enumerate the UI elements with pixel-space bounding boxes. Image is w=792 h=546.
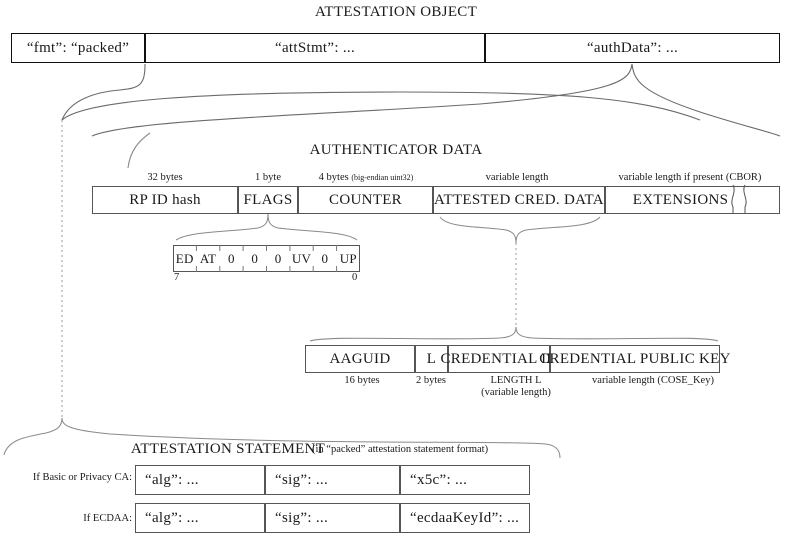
cell-label: “x5c”: ... [410,471,468,488]
flags-bit-4: 0 [251,250,259,266]
cell-label: “sig”: ... [275,509,328,526]
flags-bit-1: 0 [321,250,329,266]
attestation-statement-subtitle: (in “packed” attestation statement forma… [312,444,489,455]
size-label-rp-id-hash: 32 bytes [147,172,183,183]
authenticator-data-field-flags: FLAGS [238,186,298,214]
size-label-extensions: variable length if present (CBOR) [618,172,762,183]
authenticator-data-title: AUTHENTICATOR DATA [309,142,483,158]
attestation-statement-cell-ecdaakeyid-ecdaa: “ecdaaKeyId”: ... [400,503,530,533]
field-label: AAGUID [329,350,391,367]
field-label: “attStmt”: ... [274,39,356,56]
note-credential-id: LENGTH L (variable length) [481,375,551,399]
attestation-statement-cell-sig-basic: “sig”: ... [265,465,400,495]
attestation-statement-cell-alg-basic: “alg”: ... [135,465,265,495]
flags-bit-at: AT [199,250,217,266]
note-credential-id-line1: LENGTH L [490,375,542,386]
field-label: CREDENTIAL PUBLIC KEY [539,350,731,367]
attested-cred-field-credential-id: CREDENTIAL ID [440,345,557,373]
note-l: 2 bytes [415,375,447,386]
flags-bit-cells: ED AT 0 0 0 UV 0 UP [173,245,360,272]
page-title: ATTESTATION OBJECT [314,4,478,20]
field-label: COUNTER [329,191,402,208]
cell-label: “alg”: ... [145,471,199,488]
attestation-statement-cell-x5c-basic: “x5c”: ... [400,465,530,495]
field-label: CREDENTIAL ID [440,350,558,367]
authenticator-data-field-attested-cred-data: ATTESTED CRED. DATA [433,186,605,214]
authenticator-data-field-extensions: EXTENSIONS [605,186,780,214]
flags-high-bit-label: 7 [174,272,180,283]
cell-label: “ecdaaKeyId”: ... [410,509,520,526]
size-label-counter: 4 bytes (big-endian uint32) [319,172,414,183]
flags-bit-uv: UV [291,250,312,266]
field-label: “authData”: ... [586,39,679,56]
row-label-basic-or-privacy-ca: If Basic or Privacy CA: [32,472,132,483]
field-label: RP ID hash [129,191,201,208]
field-label: “fmt”: “packed” [26,39,130,56]
field-label: FLAGS [243,191,293,208]
row-label-ecdaa: If ECDAA: [83,513,132,524]
flags-bit-up: UP [339,250,357,266]
attested-cred-field-credential-public-key: CREDENTIAL PUBLIC KEY [539,345,730,373]
flags-bit-3: 0 [274,250,282,266]
attestation-statement-title: ATTESTATION STATEMENT [130,441,326,457]
authenticator-data-field-rp-id-hash: RP ID hash [92,186,238,214]
size-label-attested-cred-data: variable length [485,172,549,183]
flags-bit-ed: ED [175,250,194,266]
field-label: L [426,350,437,367]
size-label-flags: 1 byte [255,172,281,183]
note-credential-public-key: variable length (COSE_Key) [592,375,714,386]
attestation-object-field-authdata: “authData”: ... [485,33,780,63]
attested-cred-field-l: L [415,345,448,373]
attestation-statement-cell-alg-ecdaa: “alg”: ... [135,503,265,533]
attestation-object-field-attstmt: “attStmt”: ... [145,33,485,63]
field-label: ATTESTED CRED. DATA [434,191,604,208]
cell-label: “alg”: ... [145,509,199,526]
size-label-counter-note: (big-endian uint32) [351,173,414,182]
cell-label: “sig”: ... [275,471,328,488]
authenticator-data-field-counter: COUNTER [298,186,433,214]
field-label: EXTENSIONS [632,191,729,208]
note-credential-id-line2: (variable length) [481,387,551,398]
attestation-statement-cell-sig-ecdaa: “sig”: ... [265,503,400,533]
note-aaguid: 16 bytes [344,375,380,386]
attested-cred-field-aaguid: AAGUID [305,345,415,373]
flags-low-bit-label: 0 [352,272,358,283]
attestation-object-field-fmt: “fmt”: “packed” [11,33,145,63]
size-label-counter-text: 4 bytes [318,172,349,183]
flags-bit-5: 0 [228,250,235,266]
